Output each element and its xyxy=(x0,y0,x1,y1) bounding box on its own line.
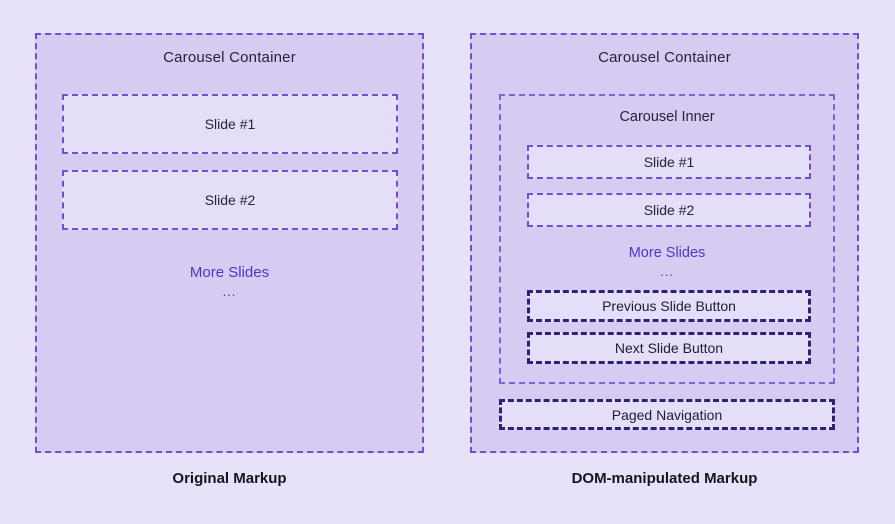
original-slide-2: Slide #2 xyxy=(62,170,398,230)
paged-navigation-label: Paged Navigation xyxy=(611,406,723,423)
original-ellipsis: ... xyxy=(222,284,237,299)
dom-ellipsis: ... xyxy=(660,264,674,279)
carousel-container-title: Carousel Container xyxy=(163,49,296,66)
original-carousel-container: Carousel Container Slide #1 Slide #2 Mor… xyxy=(35,33,424,453)
previous-slide-button-label: Previous Slide Button xyxy=(602,298,736,314)
slide-2-label: Slide #2 xyxy=(643,202,695,218)
dom-slide-2: Slide #2 xyxy=(527,193,811,227)
original-slide-1: Slide #1 xyxy=(62,94,398,154)
next-slide-button: Next Slide Button xyxy=(527,332,811,364)
slide-1-label: Slide #1 xyxy=(643,154,695,170)
slide-1-label: Slide #1 xyxy=(204,116,256,132)
carousel-inner-title: Carousel Inner xyxy=(619,109,715,125)
paged-navigation-box: Paged Navigation xyxy=(499,399,835,430)
previous-slide-button: Previous Slide Button xyxy=(527,290,811,322)
dom-carousel-container-title: Carousel Container xyxy=(598,49,731,66)
original-markup-caption: Original Markup xyxy=(172,470,287,487)
dom-more-slides-label: More Slides xyxy=(628,245,706,261)
dom-slide-1: Slide #1 xyxy=(527,145,811,179)
next-slide-button-label: Next Slide Button xyxy=(614,340,724,356)
slide-2-label: Slide #2 xyxy=(204,192,256,208)
dom-manipulated-markup-caption: DOM-manipulated Markup xyxy=(571,470,758,487)
dom-carousel-container: Carousel Container Carousel Inner Slide … xyxy=(470,33,859,453)
original-more-slides-label: More Slides xyxy=(189,264,270,281)
carousel-inner: Carousel Inner Slide #1 Slide #2 More Sl… xyxy=(499,94,835,384)
